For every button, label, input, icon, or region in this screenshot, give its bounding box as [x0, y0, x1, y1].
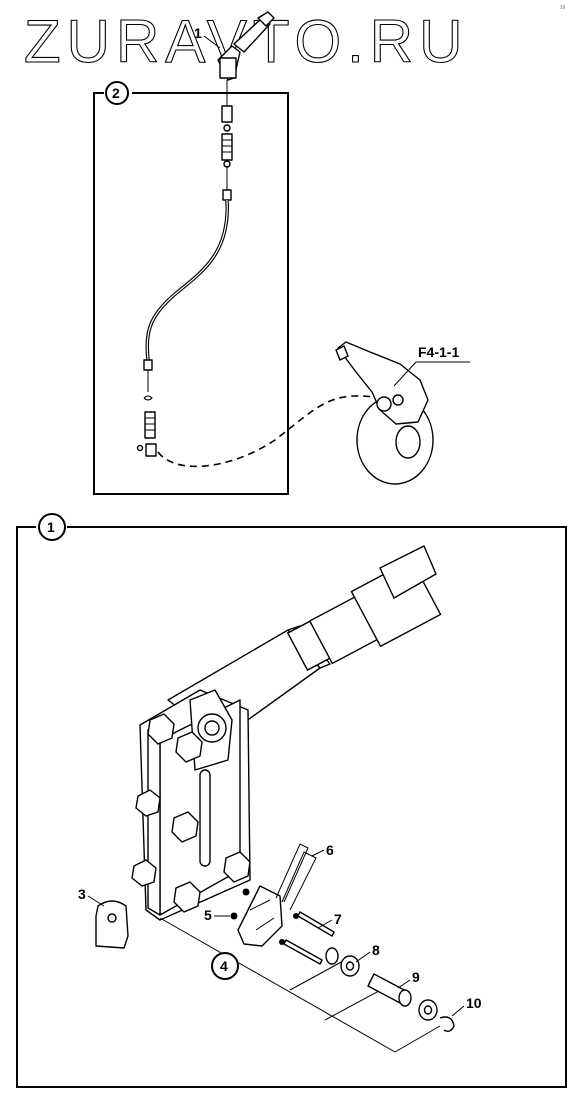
callout-9: 9	[412, 969, 420, 985]
explode-lines	[159, 917, 441, 1053]
bolts	[131, 713, 251, 913]
callout-1-top: 1	[194, 25, 202, 41]
callout-10: 10	[466, 995, 482, 1011]
callout-circle-2: 2	[105, 81, 129, 105]
part-3-plate	[95, 900, 129, 949]
corner-mark: ᶻᵃ	[560, 5, 566, 12]
callout-circle-1: 1	[38, 513, 66, 541]
box-1-frame	[16, 526, 567, 1088]
brake-caliper-reference	[335, 341, 434, 485]
cable-route-dashed	[157, 395, 383, 468]
callout-circle-4: 4	[211, 952, 239, 980]
box-2-frame	[93, 92, 289, 495]
callout-3: 3	[78, 886, 86, 902]
svg-text:4: 4	[220, 958, 228, 974]
svg-text:1: 1	[47, 519, 55, 535]
cable-components	[136, 80, 233, 457]
top-lever-assembly	[217, 11, 275, 81]
switch-and-parts	[230, 843, 455, 1033]
callout-8: 8	[372, 942, 380, 958]
callout-7: 7	[334, 911, 342, 927]
callout-5: 5	[204, 907, 212, 923]
callout-6: 6	[326, 842, 334, 858]
reference-label: F4-1-1	[418, 344, 459, 360]
svg-text:2: 2	[112, 85, 120, 101]
